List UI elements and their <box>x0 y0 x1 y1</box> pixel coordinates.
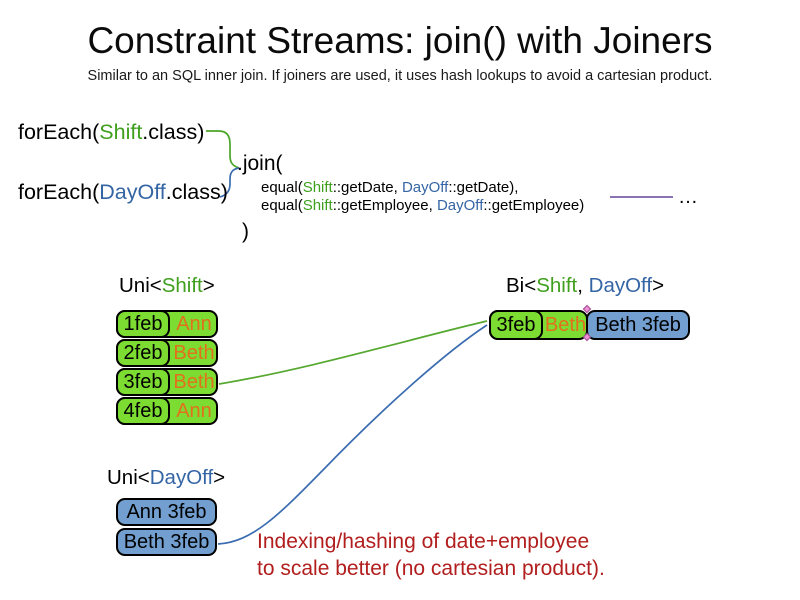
page-subtitle: Similar to an SQL inner join. If joiners… <box>87 68 713 84</box>
dayoff-class-token: DayOff <box>149 466 214 489</box>
code-foreach-dayoff: forEach(DayOff.class) <box>18 180 228 205</box>
shift-row-4feb: 4feb Ann <box>116 397 218 425</box>
code-text: forEach( <box>18 180 100 204</box>
page-title: Constraint Streams: join() with Joiners <box>87 20 713 61</box>
label-text: > <box>652 274 665 297</box>
indexing-note-line1: Indexing/hashing of date+employee <box>257 530 590 553</box>
code-text: ::getEmployee) <box>483 197 585 214</box>
shift-date-cell: 2feb <box>116 339 170 367</box>
bi-shift-date-cell: 3feb <box>489 310 543 340</box>
code-text: ::getDate, <box>332 179 402 196</box>
dayoff-row-beth: Beth 3feb <box>116 528 217 556</box>
shift-employee-cell: Ann <box>176 399 212 422</box>
dayoff-class-token: DayOff <box>588 274 653 297</box>
shift-employee-cell: Beth <box>173 370 215 393</box>
code-text: equal( <box>261 179 303 196</box>
label-text: > <box>213 466 226 489</box>
indexing-note: Indexing/hashing of date+employee to sca… <box>257 528 605 582</box>
more-joiners-ellipsis: … <box>678 186 699 208</box>
connector-dayoff-row-to-bi <box>217 324 488 545</box>
shift-date-cell: 4feb <box>116 397 170 425</box>
bi-label: Bi<Shift, DayOff> <box>506 274 664 298</box>
code-join-open: .join( <box>237 152 283 175</box>
shift-date-cell: 3feb <box>116 368 170 396</box>
shift-class-token: Shift <box>302 179 333 196</box>
code-joiner-employee: equal(Shift::getEmployee, DayOff::getEmp… <box>261 197 584 214</box>
shift-class-token: Shift <box>536 274 578 297</box>
label-text: Uni< <box>107 466 150 489</box>
uni-dayoff-label: Uni<DayOff> <box>107 466 225 490</box>
dayoff-class-token: DayOff <box>401 179 449 196</box>
code-joiner-date: equal(Shift::getDate, DayOff::getDate), <box>261 179 518 196</box>
code-text: ::getEmployee, <box>332 197 437 214</box>
brace-shift-to-join <box>206 130 240 169</box>
dayoff-class-token: DayOff <box>99 180 166 204</box>
shift-class-token: Shift <box>161 274 203 297</box>
label-text: Bi< <box>506 274 537 297</box>
indexing-note-line2: to scale better (no cartesian product). <box>257 557 605 580</box>
label-text: , <box>577 274 589 297</box>
code-text: equal( <box>261 197 303 214</box>
uni-shift-label: Uni<Shift> <box>119 274 215 298</box>
code-text: forEach( <box>18 120 100 144</box>
shift-row-1feb: 1feb Ann <box>116 310 218 338</box>
bi-row-shift-part: 3feb Beth <box>489 310 588 340</box>
dayoff-row-ann: Ann 3feb <box>116 498 217 526</box>
code-text: .class) <box>165 180 228 204</box>
connector-shift-row-to-bi <box>218 320 488 385</box>
label-text: > <box>202 274 215 297</box>
bi-shift-employee-cell: Beth <box>544 313 587 336</box>
code-text: ::getDate), <box>448 179 519 196</box>
shift-row-2feb: 2feb Beth <box>116 339 218 367</box>
code-foreach-shift: forEach(Shift.class) <box>18 120 204 145</box>
label-text: Uni< <box>119 274 162 297</box>
shift-date-cell: 1feb <box>116 310 170 338</box>
code-text: .class) <box>142 120 205 144</box>
shift-row-3feb: 3feb Beth <box>116 368 218 396</box>
code-join-close: ) <box>242 220 249 243</box>
shift-class-token: Shift <box>99 120 143 144</box>
dayoff-class-token: DayOff <box>436 197 484 214</box>
shift-class-token: Shift <box>302 197 333 214</box>
bi-row-dayoff-part: Beth 3feb <box>586 310 690 340</box>
shift-employee-cell: Beth <box>173 341 215 364</box>
shift-employee-cell: Ann <box>176 312 212 335</box>
